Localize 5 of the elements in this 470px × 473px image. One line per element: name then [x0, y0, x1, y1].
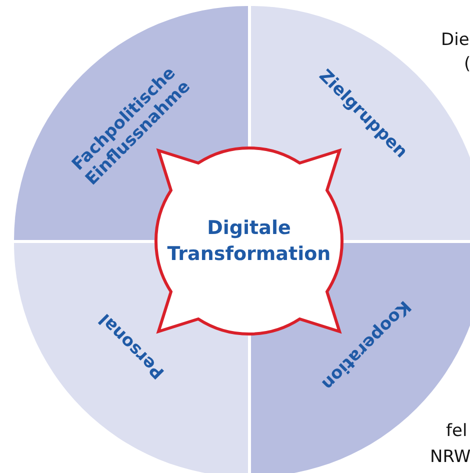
center-label: Digitale Transformation — [166, 216, 332, 267]
cropped-text: Die — [441, 30, 470, 50]
cropped-text: fel — [446, 421, 468, 441]
cropped-text: NRW — [430, 447, 470, 467]
cropped-text: ( — [464, 54, 470, 74]
